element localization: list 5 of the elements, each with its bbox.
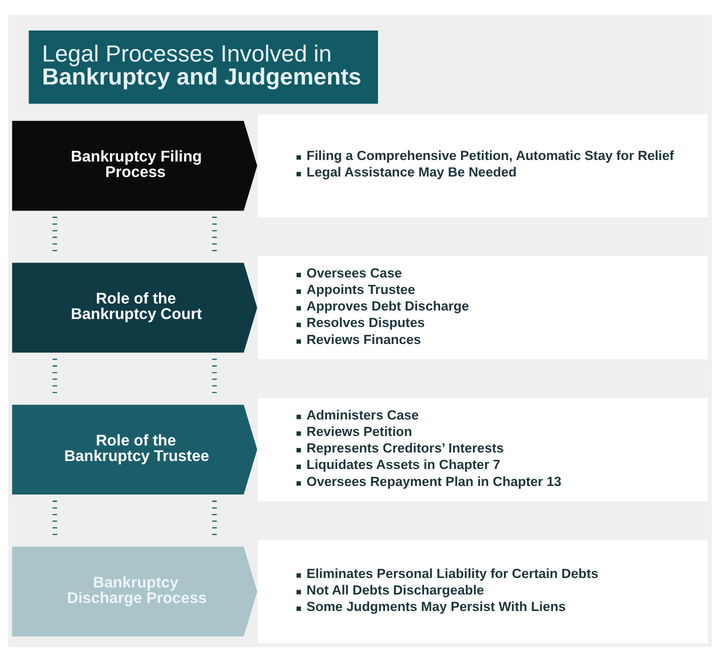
node-box: Eliminates Personal Liability for Certain Debts Not All Debts Dischargeable Some Judgments May Persist With Liens — [258, 540, 708, 644]
diagram-title: Legal Processes Involved in Bankruptcy and Judgements — [42, 40, 362, 90]
node-box: Filing a Comprehensive Petition, Automatic Stay for Relief Legal Assistance May Be Needed — [258, 114, 708, 218]
node-box: Administers Case Reviews Petition Represents Creditors’ Interests Liquidates Assets in Chapter 7 Oversees Repayment Plan in Chapter 13 — [258, 398, 708, 502]
node-box: Oversees Case Appoints Trustee Approves Debt Discharge Resolves Disputes Reviews Finances — [258, 256, 708, 360]
